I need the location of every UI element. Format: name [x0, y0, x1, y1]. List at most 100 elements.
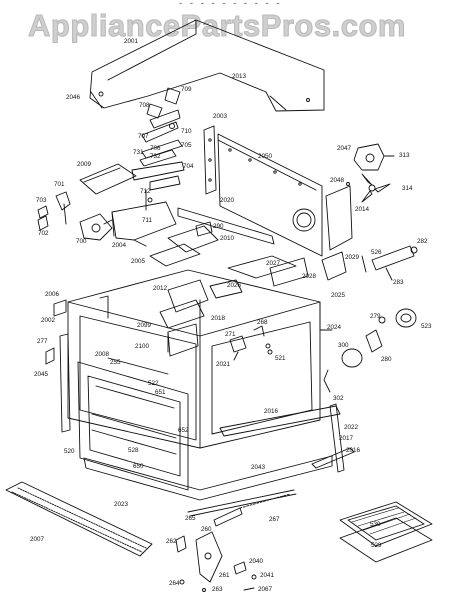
- part-label-526: 526: [371, 249, 382, 256]
- part-label-2003: 2003: [213, 113, 228, 120]
- rear-panel: [217, 133, 323, 257]
- part-label-2028: 2028: [302, 273, 317, 280]
- part-label-2045: 2045: [34, 371, 49, 378]
- part-number-labels: 2001201320467097082003710707705706731732…: [30, 38, 432, 593]
- kick-panel: [5, 481, 153, 557]
- broiler-pan: [339, 501, 433, 563]
- insulation-blocks: [159, 279, 209, 357]
- part-label-2018: 2018: [211, 315, 226, 322]
- part-label-261: 261: [219, 572, 230, 579]
- part-label-279: 279: [370, 313, 381, 320]
- part-label-2002: 2002: [41, 317, 56, 324]
- front-brace: [177, 207, 275, 245]
- part-label-712: 712: [140, 188, 151, 195]
- part-label-731: 731: [133, 149, 144, 156]
- part-label-2040: 2040: [249, 558, 264, 565]
- top-channels: [209, 255, 309, 299]
- part-label-2001: 2001: [124, 38, 139, 45]
- part-label-710: 710: [181, 128, 192, 135]
- rear-cover-plate: [325, 185, 353, 251]
- igniter-assembly: [321, 245, 418, 281]
- fan-blade: [346, 173, 391, 203]
- part-label-2026: 2026: [227, 282, 242, 289]
- fasteners: [233, 561, 257, 591]
- part-label-702: 702: [38, 230, 49, 237]
- bottom-frame: [83, 455, 333, 501]
- part-label-711: 711: [142, 217, 153, 224]
- left-side-parts: [45, 299, 71, 433]
- part-label-267: 267: [269, 516, 280, 523]
- part-label-522: 522: [148, 380, 159, 387]
- part-label-530: 530: [370, 521, 381, 528]
- part-label-2041: 2041: [260, 572, 275, 579]
- control-shield: [79, 163, 137, 195]
- part-label-265: 265: [185, 515, 196, 522]
- watermark: AppliancePartsPros.com: [28, 8, 406, 44]
- part-label-302: 302: [333, 395, 344, 402]
- part-label-314: 314: [402, 185, 413, 192]
- part-label-704: 704: [183, 163, 194, 170]
- part-label-2016: 2016: [346, 447, 361, 454]
- part-label-523: 523: [421, 323, 432, 330]
- side-rails: [219, 403, 355, 473]
- part-label-2024: 2024: [327, 324, 342, 331]
- oven-body: [67, 269, 333, 449]
- header-fragment: - - - - - - - - - -: [178, 0, 281, 9]
- part-label-2012: 2012: [153, 285, 168, 292]
- top-cover-panel: [89, 19, 325, 112]
- part-label-701: 701: [54, 181, 65, 188]
- part-label-2022: 2022: [344, 424, 359, 431]
- part-label-2016: 2016: [264, 408, 279, 415]
- insulation-plates: [149, 225, 219, 267]
- part-label-260: 260: [201, 526, 212, 533]
- part-label-2004: 2004: [112, 242, 127, 249]
- part-label-2008: 2008: [95, 351, 110, 358]
- oven-door: [77, 357, 189, 491]
- part-label-528: 528: [128, 447, 139, 454]
- part-label-529: 529: [371, 542, 382, 549]
- part-label-264: 264: [169, 580, 180, 587]
- part-label-706: 706: [150, 145, 161, 152]
- part-label-652: 652: [178, 427, 189, 434]
- part-label-282: 282: [417, 238, 428, 245]
- latch-brackets: [141, 87, 181, 143]
- part-label-271: 271: [225, 331, 236, 338]
- part-label-705: 705: [181, 142, 192, 149]
- part-label-255: 255: [110, 359, 121, 366]
- part-label-2048: 2048: [330, 177, 345, 184]
- part-label-2007: 2007: [30, 536, 45, 543]
- convection-motor: [353, 143, 395, 171]
- part-label-263: 263: [212, 586, 223, 593]
- part-label-520: 520: [64, 448, 75, 455]
- hinge-parts: [37, 191, 71, 231]
- part-label-2047: 2047: [337, 145, 352, 152]
- part-label-2099: 2099: [137, 322, 152, 329]
- part-label-521: 521: [275, 355, 286, 362]
- part-label-280: 280: [381, 356, 392, 363]
- part-label-2043: 2043: [251, 464, 266, 471]
- part-label-2046: 2046: [66, 94, 81, 101]
- door-lock-motor: [79, 213, 113, 241]
- sensor-bracket: [195, 221, 213, 237]
- part-label-709: 709: [181, 86, 192, 93]
- part-label-2023: 2023: [114, 501, 129, 508]
- oven-sensors: [229, 325, 273, 361]
- part-label-2020: 2020: [220, 197, 235, 204]
- part-label-313: 313: [399, 152, 410, 159]
- part-label-262: 262: [166, 538, 177, 545]
- part-label-283: 283: [393, 279, 404, 286]
- part-label-2014: 2014: [355, 206, 370, 213]
- part-label-703: 703: [36, 197, 47, 204]
- door-lock-arms: [131, 139, 185, 211]
- part-label-2021: 2021: [216, 361, 231, 368]
- part-label-2029: 2029: [345, 254, 360, 261]
- part-label-2006: 2006: [45, 291, 60, 298]
- part-label-2067: 2067: [258, 586, 273, 593]
- part-label-268: 268: [257, 319, 268, 326]
- part-label-651: 651: [155, 389, 166, 396]
- part-label-2013: 2013: [232, 73, 247, 80]
- part-label-2025: 2025: [331, 292, 346, 299]
- vent-duct: [111, 201, 177, 247]
- part-label-2010: 2010: [220, 235, 235, 242]
